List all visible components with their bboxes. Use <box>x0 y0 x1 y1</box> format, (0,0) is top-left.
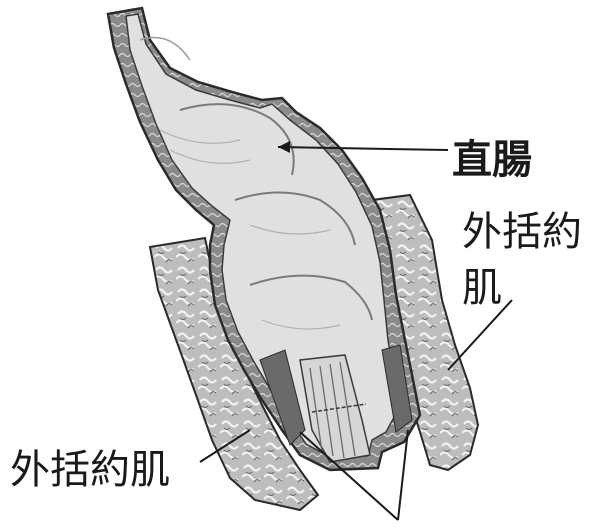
label-external-sphincter-right-line2: 肌 <box>462 268 502 308</box>
label-external-sphincter-right-line1: 外括約 <box>462 212 582 252</box>
label-rectum: 直腸 <box>452 140 532 180</box>
label-external-sphincter-left: 外括約肌 <box>10 450 170 490</box>
